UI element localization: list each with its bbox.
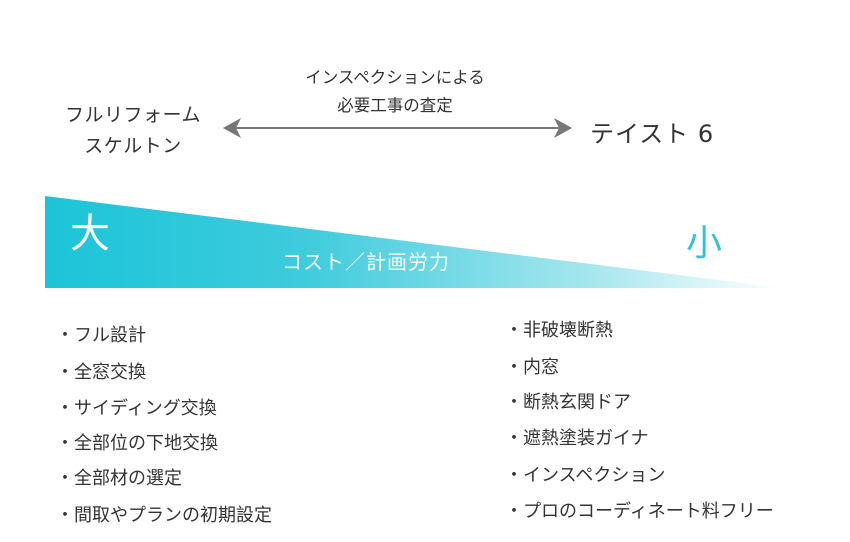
right-option-label: テイスト 6 [590, 120, 715, 148]
list-item: 全部位の下地交換 [56, 435, 218, 453]
cost-caption: コスト／計画労力 [282, 250, 450, 274]
list-item: プロのコーディネート料フリー [505, 503, 774, 521]
list-item: 間取やプランの初期設定 [56, 507, 272, 525]
arrow-caption-line-2: 必要工事の査定 [337, 96, 453, 115]
arrow-caption-line-1: インスペクションによる [305, 68, 485, 87]
list-item: 内窓 [505, 359, 559, 377]
list-item: インスペクション [505, 467, 665, 485]
left-option-line-2: スケルトン [84, 135, 182, 157]
list-item: 全部材の選定 [56, 470, 182, 488]
list-item: 非破壊断熱 [505, 322, 613, 340]
list-item: 全窓交換 [56, 364, 146, 382]
arrow-caption: インスペクションによる 必要工事の査定 [240, 64, 550, 120]
list-item: サイディング交換 [56, 400, 217, 418]
large-label: 大 [70, 211, 110, 257]
list-item: 遮熱塗装ガイナ [505, 430, 649, 448]
left-option-label: フルリフォーム スケルトン [48, 100, 218, 162]
small-label: 小 [686, 223, 723, 264]
list-item: フル設計 [56, 327, 146, 345]
double-arrow-icon [223, 118, 572, 138]
left-option-line-1: フルリフォーム [65, 104, 201, 126]
list-item: 断熱玄関ドア [505, 394, 631, 412]
cost-gradient-wedge [45, 196, 783, 288]
